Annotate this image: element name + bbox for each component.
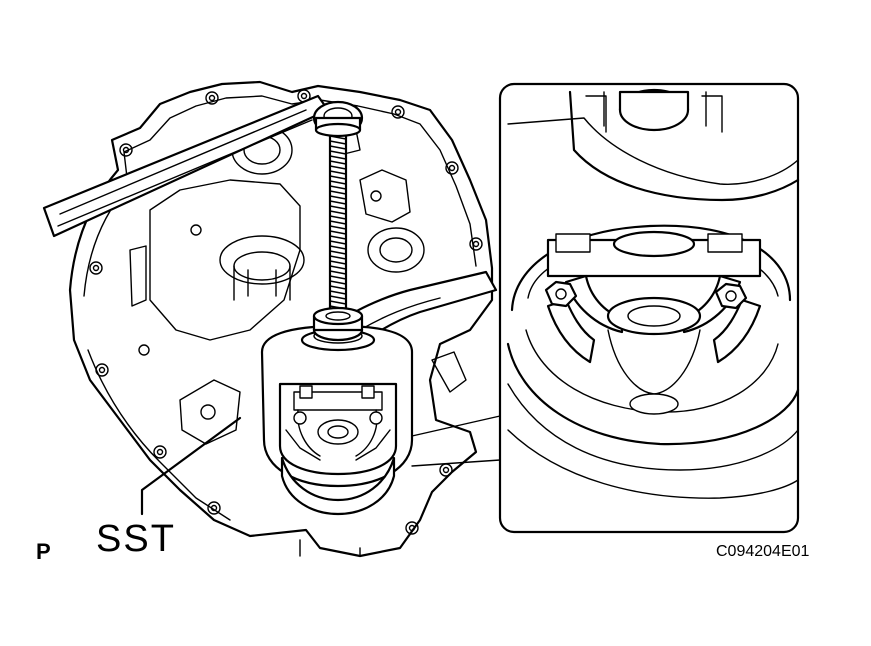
transaxle-housing	[68, 80, 494, 558]
threaded-screw	[312, 100, 364, 342]
sst-leader-line	[140, 416, 242, 516]
figure-code: C094204E01	[716, 543, 810, 560]
sst-puller	[260, 324, 414, 516]
callout-lines	[411, 415, 501, 467]
sst-label: SST	[96, 518, 176, 560]
view-marker: P	[36, 539, 51, 564]
zoom-inset	[498, 82, 800, 534]
